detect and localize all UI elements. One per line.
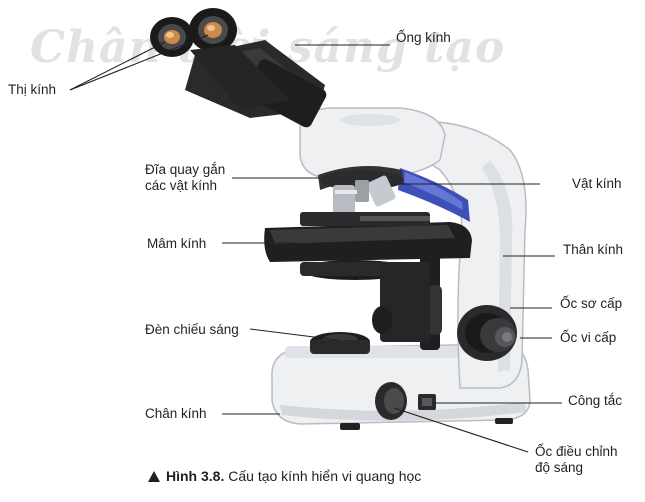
caption-text: Cấu tạo kính hiển vi quang học xyxy=(228,468,422,484)
label-dia-quay-line2: các vật kính xyxy=(145,178,218,193)
label-chan-kinh: Chân kính xyxy=(145,406,207,421)
label-thi-kinh: Thị kính xyxy=(8,82,57,97)
focus-knobs xyxy=(457,305,517,361)
triangle-icon xyxy=(148,471,160,482)
leader-den xyxy=(249,328,339,341)
brightness-knob xyxy=(375,382,407,420)
stage-platform xyxy=(264,212,472,350)
label-mam-kinh: Mâm kính xyxy=(147,236,207,251)
caption-number: Hình 3.8. xyxy=(166,468,225,484)
label-oc-dieu-chinh: Ốc điều chỉnh độ sáng xyxy=(535,444,618,476)
label-dia-quay-line1: Đĩa quay gắn xyxy=(145,162,226,177)
label-dia-quay: Đĩa quay gắn các vật kính xyxy=(145,162,225,194)
label-cong-tac: Công tắc xyxy=(568,393,623,408)
label-oc-dieu-chinh-line1: Ốc điều chỉnh xyxy=(535,444,618,459)
label-ong-kinh: Ống kính xyxy=(396,30,451,45)
label-oc-vi-cap: Ốc vi cấp xyxy=(560,330,617,345)
leader-thi-kinh-2 xyxy=(69,34,209,91)
label-oc-dieu-chinh-line2: độ sáng xyxy=(535,460,584,475)
label-oc-so-cap: Ốc sơ cấp xyxy=(560,296,623,311)
label-than-kinh: Thân kính xyxy=(563,242,624,257)
label-den-chieu-sang: Đèn chiếu sáng xyxy=(145,322,239,337)
leader-thi-kinh-1 xyxy=(69,41,166,91)
leader-lines xyxy=(69,34,562,453)
figure-caption: Hình 3.8. Cấu tạo kính hiển vi quang học xyxy=(148,468,421,484)
leader-oc-dieu-chinh xyxy=(393,407,529,453)
label-vat-kinh: Vật kính xyxy=(572,176,622,191)
eyepieces xyxy=(150,8,327,128)
